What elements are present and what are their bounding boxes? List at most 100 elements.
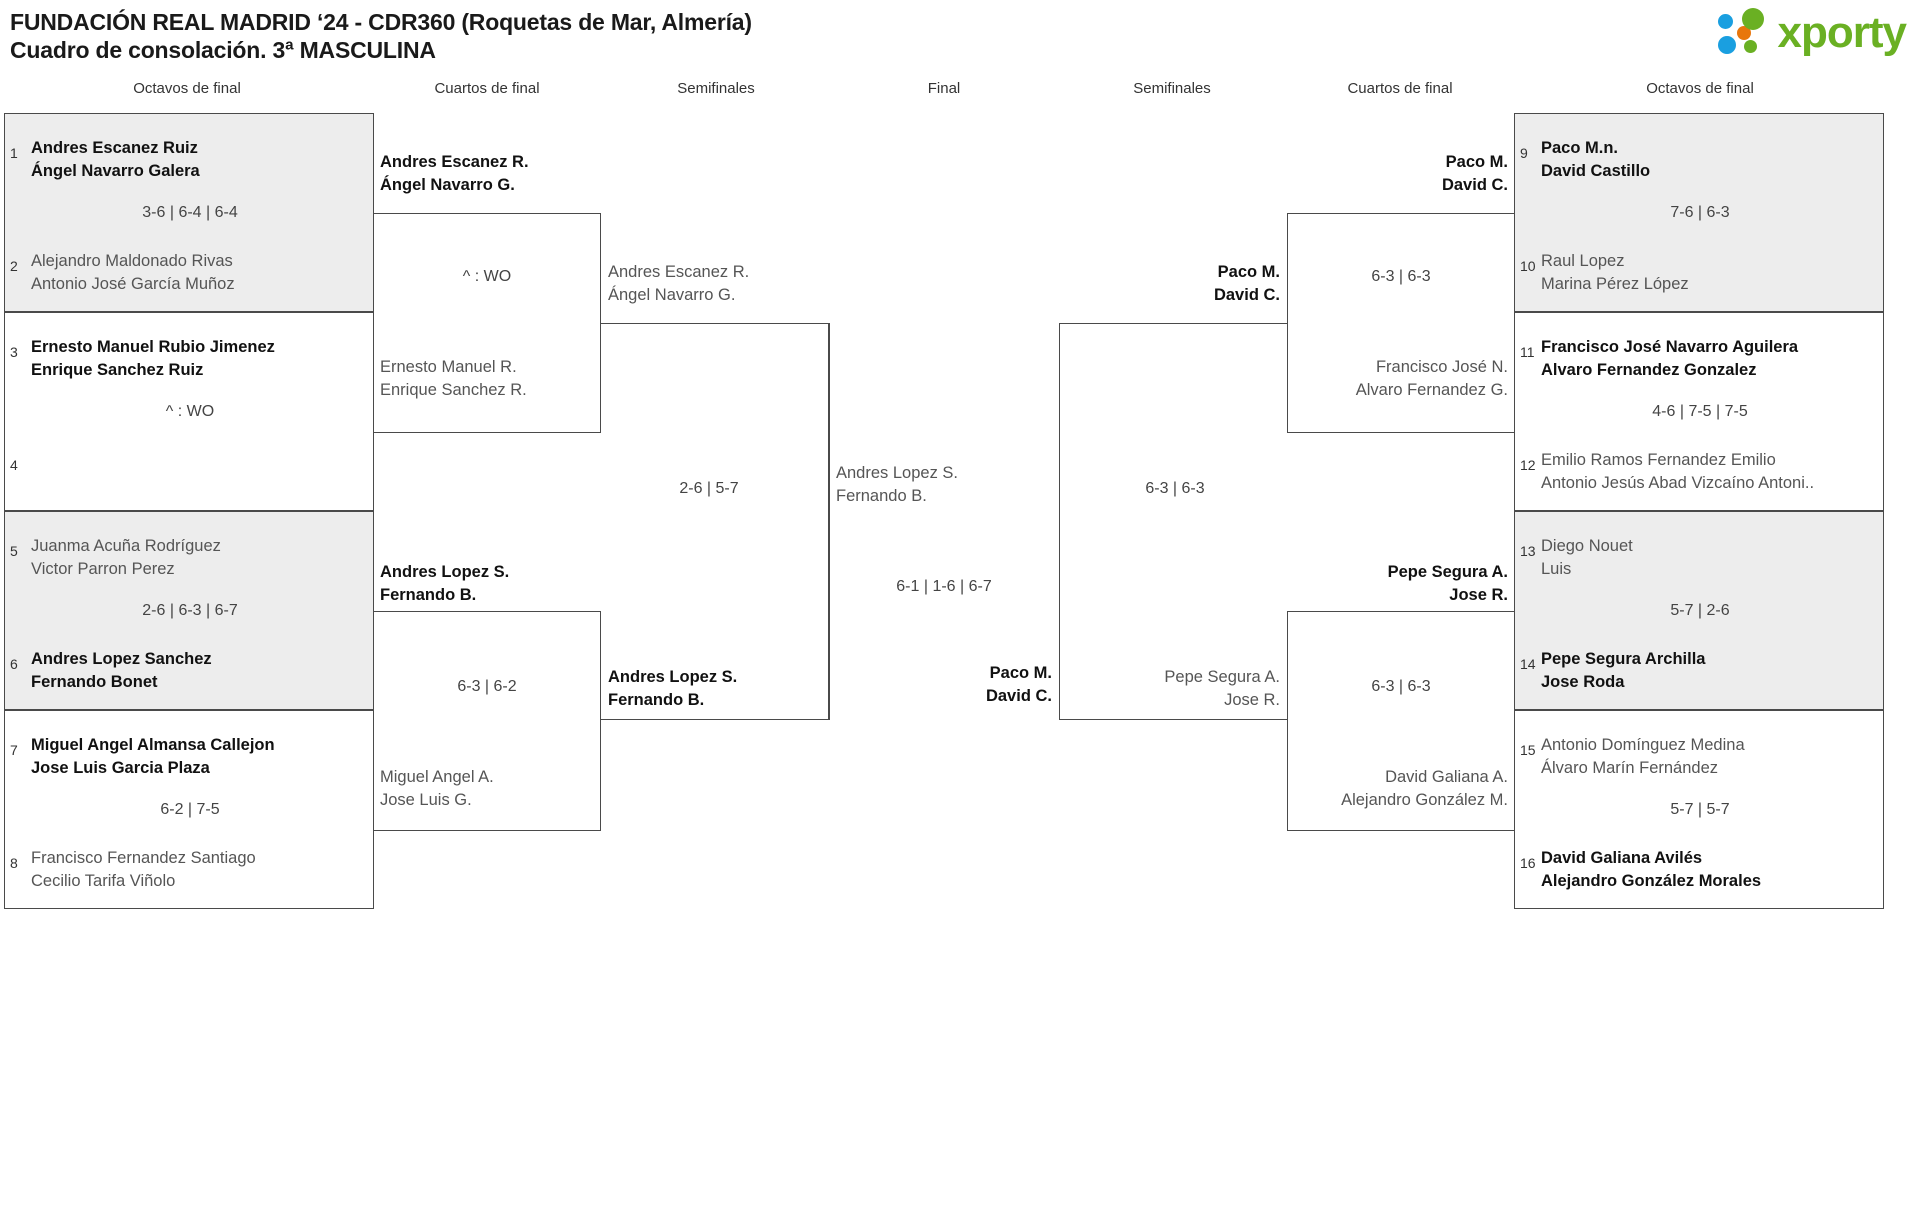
- final-player-name: David C.: [985, 687, 1052, 705]
- connector-right-qf-bottom: [1287, 611, 1514, 831]
- sf-player-name: Paco M.: [1217, 263, 1280, 281]
- qf-player-name: Andres Escanez R.: [380, 153, 529, 171]
- qf-player-name: Miguel Angel A.: [380, 768, 494, 786]
- match-score: ^ : WO: [165, 403, 215, 420]
- player-name: David Castillo: [1541, 162, 1651, 180]
- sf-player-name: Jose R.: [1224, 691, 1280, 709]
- qf-player-name: David C.: [1441, 176, 1508, 194]
- logo-wordmark: xporty: [1777, 8, 1907, 57]
- qf-player-name: Jose Luis G.: [380, 791, 472, 809]
- connector-right-qf-top: [1287, 213, 1514, 433]
- match-slot-7-8[interactable]: 7 Miguel Angel Almansa Callejon Jose Lui…: [4, 710, 374, 909]
- page-header: FUNDACIÓN REAL MADRID ‘24 - CDR360 (Roqu…: [10, 8, 752, 64]
- final-player-name: Andres Lopez S.: [836, 464, 958, 482]
- player-name: Antonio José García Muñoz: [31, 275, 235, 293]
- qf-score: 6-3 | 6-3: [1371, 678, 1431, 695]
- player-name: Jose Roda: [1541, 673, 1625, 691]
- match-score: 5-7 | 2-6: [1670, 602, 1730, 619]
- seed-number: 5: [10, 543, 18, 559]
- player-name: Pepe Segura Archilla: [1541, 650, 1706, 668]
- qf-player-name: Ernesto Manuel R.: [380, 358, 517, 376]
- player-name: Victor Parron Perez: [31, 560, 175, 578]
- sf-player-name: Pepe Segura A.: [1164, 668, 1280, 686]
- seed-number: 13: [1520, 543, 1536, 559]
- final-left-rail: [829, 323, 830, 720]
- page-title-line1: FUNDACIÓN REAL MADRID ‘24 - CDR360 (Roqu…: [10, 9, 752, 35]
- player-name: Miguel Angel Almansa Callejon: [31, 736, 275, 754]
- sf-player-name: Ángel Navarro G.: [608, 286, 736, 304]
- sf-score: 6-3 | 6-3: [1145, 480, 1205, 497]
- match-score: 3-6 | 6-4 | 6-4: [142, 204, 238, 221]
- qf-player-name: Francisco José N.: [1375, 358, 1508, 376]
- match-slot-3-4[interactable]: 3 Ernesto Manuel Rubio Jimenez Enrique S…: [4, 312, 374, 511]
- round-label-left-sf: Semifinales: [677, 80, 755, 97]
- seed-number: 8: [10, 855, 18, 871]
- seed-number: 9: [1520, 145, 1528, 161]
- match-slot-13-14[interactable]: 13 Diego Nouet Luis 5-7 | 2-6 14 Pepe Se…: [1514, 511, 1884, 710]
- seed-number: 16: [1520, 855, 1536, 871]
- sf-player-name: Fernando B.: [608, 691, 705, 709]
- player-name: Antonio Domínguez Medina: [1541, 736, 1745, 754]
- seed-number: 1: [10, 145, 18, 161]
- player-name: Raul Lopez: [1541, 252, 1625, 270]
- player-name: Juanma Acuña Rodríguez: [31, 537, 221, 555]
- qf-score: ^ : WO: [462, 268, 512, 285]
- connector-left-qf-top: [374, 213, 601, 433]
- player-name: Enrique Sanchez Ruiz: [31, 361, 204, 379]
- player-name: Álvaro Marín Fernández: [1541, 759, 1718, 777]
- match-slot-5-6[interactable]: 5 Juanma Acuña Rodríguez Victor Parron P…: [4, 511, 374, 710]
- match-score: 5-7 | 5-7: [1670, 801, 1730, 818]
- seed-number: 4: [10, 457, 18, 473]
- player-name: Diego Nouet: [1541, 537, 1633, 555]
- match-slot-15-16[interactable]: 15 Antonio Domínguez Medina Álvaro Marín…: [1514, 710, 1884, 909]
- match-slot-11-12[interactable]: 11 Francisco José Navarro Aguilera Alvar…: [1514, 312, 1884, 511]
- player-name: Ernesto Manuel Rubio Jimenez: [31, 338, 275, 356]
- seed-number: 3: [10, 344, 18, 360]
- connector-left-sf: [601, 323, 829, 720]
- qf-player-name: Alvaro Fernandez G.: [1355, 381, 1508, 399]
- qf-player-name: David Galiana A.: [1385, 768, 1508, 786]
- match-score: 6-2 | 7-5: [160, 801, 220, 818]
- qf-player-name: Enrique Sanchez R.: [380, 381, 527, 399]
- qf-score: 6-3 | 6-2: [457, 678, 517, 695]
- player-name: Fernando Bonet: [31, 673, 158, 691]
- page-title-line2: Cuadro de consolación. 3ª MASCULINA: [10, 37, 436, 63]
- player-name: David Galiana Avilés: [1541, 849, 1703, 867]
- qf-player-name: Fernando B.: [380, 586, 477, 604]
- player-name: Alejandro Maldonado Rivas: [31, 252, 233, 270]
- player-name: Ángel Navarro Galera: [31, 162, 200, 180]
- seed-number: 11: [1520, 344, 1535, 360]
- player-name: Luis: [1541, 560, 1572, 578]
- player-name: Cecilio Tarifa Viñolo: [31, 872, 176, 890]
- qf-player-name: Alejandro González M.: [1341, 791, 1508, 809]
- match-score: 2-6 | 6-3 | 6-7: [142, 602, 238, 619]
- round-label-left-r16: Octavos de final: [133, 80, 241, 97]
- qf-player-name: Jose R.: [1449, 586, 1508, 604]
- qf-player-name: Pepe Segura A.: [1387, 563, 1508, 581]
- seed-number: 15: [1520, 742, 1536, 758]
- qf-player-name: Andres Lopez S.: [380, 563, 510, 581]
- round-label-final: Final: [927, 80, 961, 97]
- connector-left-qf-bottom: [374, 611, 601, 831]
- round-label-right-sf: Semifinales: [1133, 80, 1211, 97]
- seed-number: 6: [10, 656, 18, 672]
- sf-player-name: Andres Lopez S.: [608, 668, 738, 686]
- round-label-left-qf: Cuartos de final: [434, 80, 540, 97]
- match-slot-9-10[interactable]: 9 Paco M.n. David Castillo 7-6 | 6-3 10 …: [1514, 113, 1884, 312]
- player-name: Francisco Fernandez Santiago: [31, 849, 256, 867]
- sf-score: 2-6 | 5-7: [679, 480, 739, 497]
- seed-number: 12: [1520, 457, 1536, 473]
- seed-number: 14: [1520, 656, 1536, 672]
- player-name: Francisco José Navarro Aguilera: [1541, 338, 1799, 356]
- qf-score: 6-3 | 6-3: [1371, 268, 1431, 285]
- player-name: Andres Lopez Sanchez: [31, 650, 212, 668]
- final-score: 6-1 | 1-6 | 6-7: [896, 578, 992, 595]
- xporty-logo: xporty: [1717, 8, 1907, 58]
- match-score: 4-6 | 7-5 | 7-5: [1652, 403, 1748, 420]
- player-name: Antonio Jesús Abad Vizcaíno Antoni..: [1541, 474, 1815, 492]
- qf-player-name: Ángel Navarro G.: [380, 176, 515, 194]
- player-name: Paco M.n.: [1541, 139, 1619, 157]
- player-name: Alejandro González Morales: [1541, 872, 1762, 890]
- match-slot-1-2[interactable]: 1 Andres Escanez Ruiz Ángel Navarro Gale…: [4, 113, 374, 312]
